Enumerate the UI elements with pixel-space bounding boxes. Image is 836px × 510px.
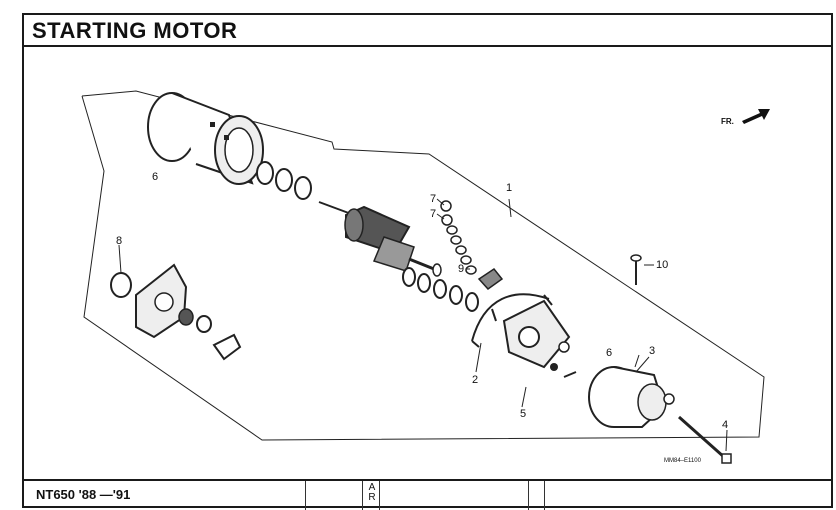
armature	[318, 201, 442, 277]
footer: NT650 '88 —'91 A R	[24, 479, 831, 510]
footer-divider	[528, 481, 529, 510]
callout-leaders	[118, 198, 728, 452]
callout-7-upper: 7	[430, 193, 437, 205]
rear-cover	[588, 366, 675, 428]
model-label: NT650 '88 —'91	[36, 487, 131, 502]
callout-1: 1	[506, 182, 513, 194]
through-bolt	[678, 415, 732, 464]
upper-washers	[256, 161, 312, 200]
callout-6-case: 6	[152, 171, 159, 183]
washer-stack	[440, 200, 477, 275]
callout-8: 8	[116, 235, 123, 247]
motor-case	[147, 92, 264, 185]
callout-3: 3	[649, 345, 656, 357]
bolt-10	[630, 254, 642, 285]
callout-2: 2	[472, 374, 479, 386]
footer-divider	[362, 481, 363, 510]
exploded-diagram: FR. MM84–E1100 1 2 3 4 5 6 6 7 7 8 9 10	[24, 47, 831, 479]
assembly-outline	[81, 90, 765, 441]
section-mark: A R	[368, 482, 376, 503]
page-title: STARTING MOTOR	[32, 18, 238, 43]
document-frame: STARTING MOTOR	[22, 13, 833, 510]
drawing-number: MM84–E1100	[664, 458, 701, 464]
end-cover	[502, 299, 577, 378]
footer-divider	[544, 481, 545, 510]
orientation-label: FR.	[721, 117, 734, 126]
footer-divider	[305, 481, 306, 510]
title-bar: STARTING MOTOR	[24, 15, 831, 47]
callout-9: 9	[458, 263, 465, 275]
brush-holder	[471, 267, 553, 348]
front-cover	[110, 263, 242, 361]
callout-5: 5	[520, 408, 527, 420]
callout-6-ring: 6	[606, 347, 613, 359]
middle-washers	[402, 267, 479, 312]
front-direction-arrow	[742, 109, 770, 124]
callout-10: 10	[656, 259, 669, 271]
callout-7-lower: 7	[430, 208, 437, 220]
starting-motor-illustration	[81, 90, 770, 464]
footer-divider	[379, 481, 380, 510]
callout-4: 4	[722, 419, 729, 431]
